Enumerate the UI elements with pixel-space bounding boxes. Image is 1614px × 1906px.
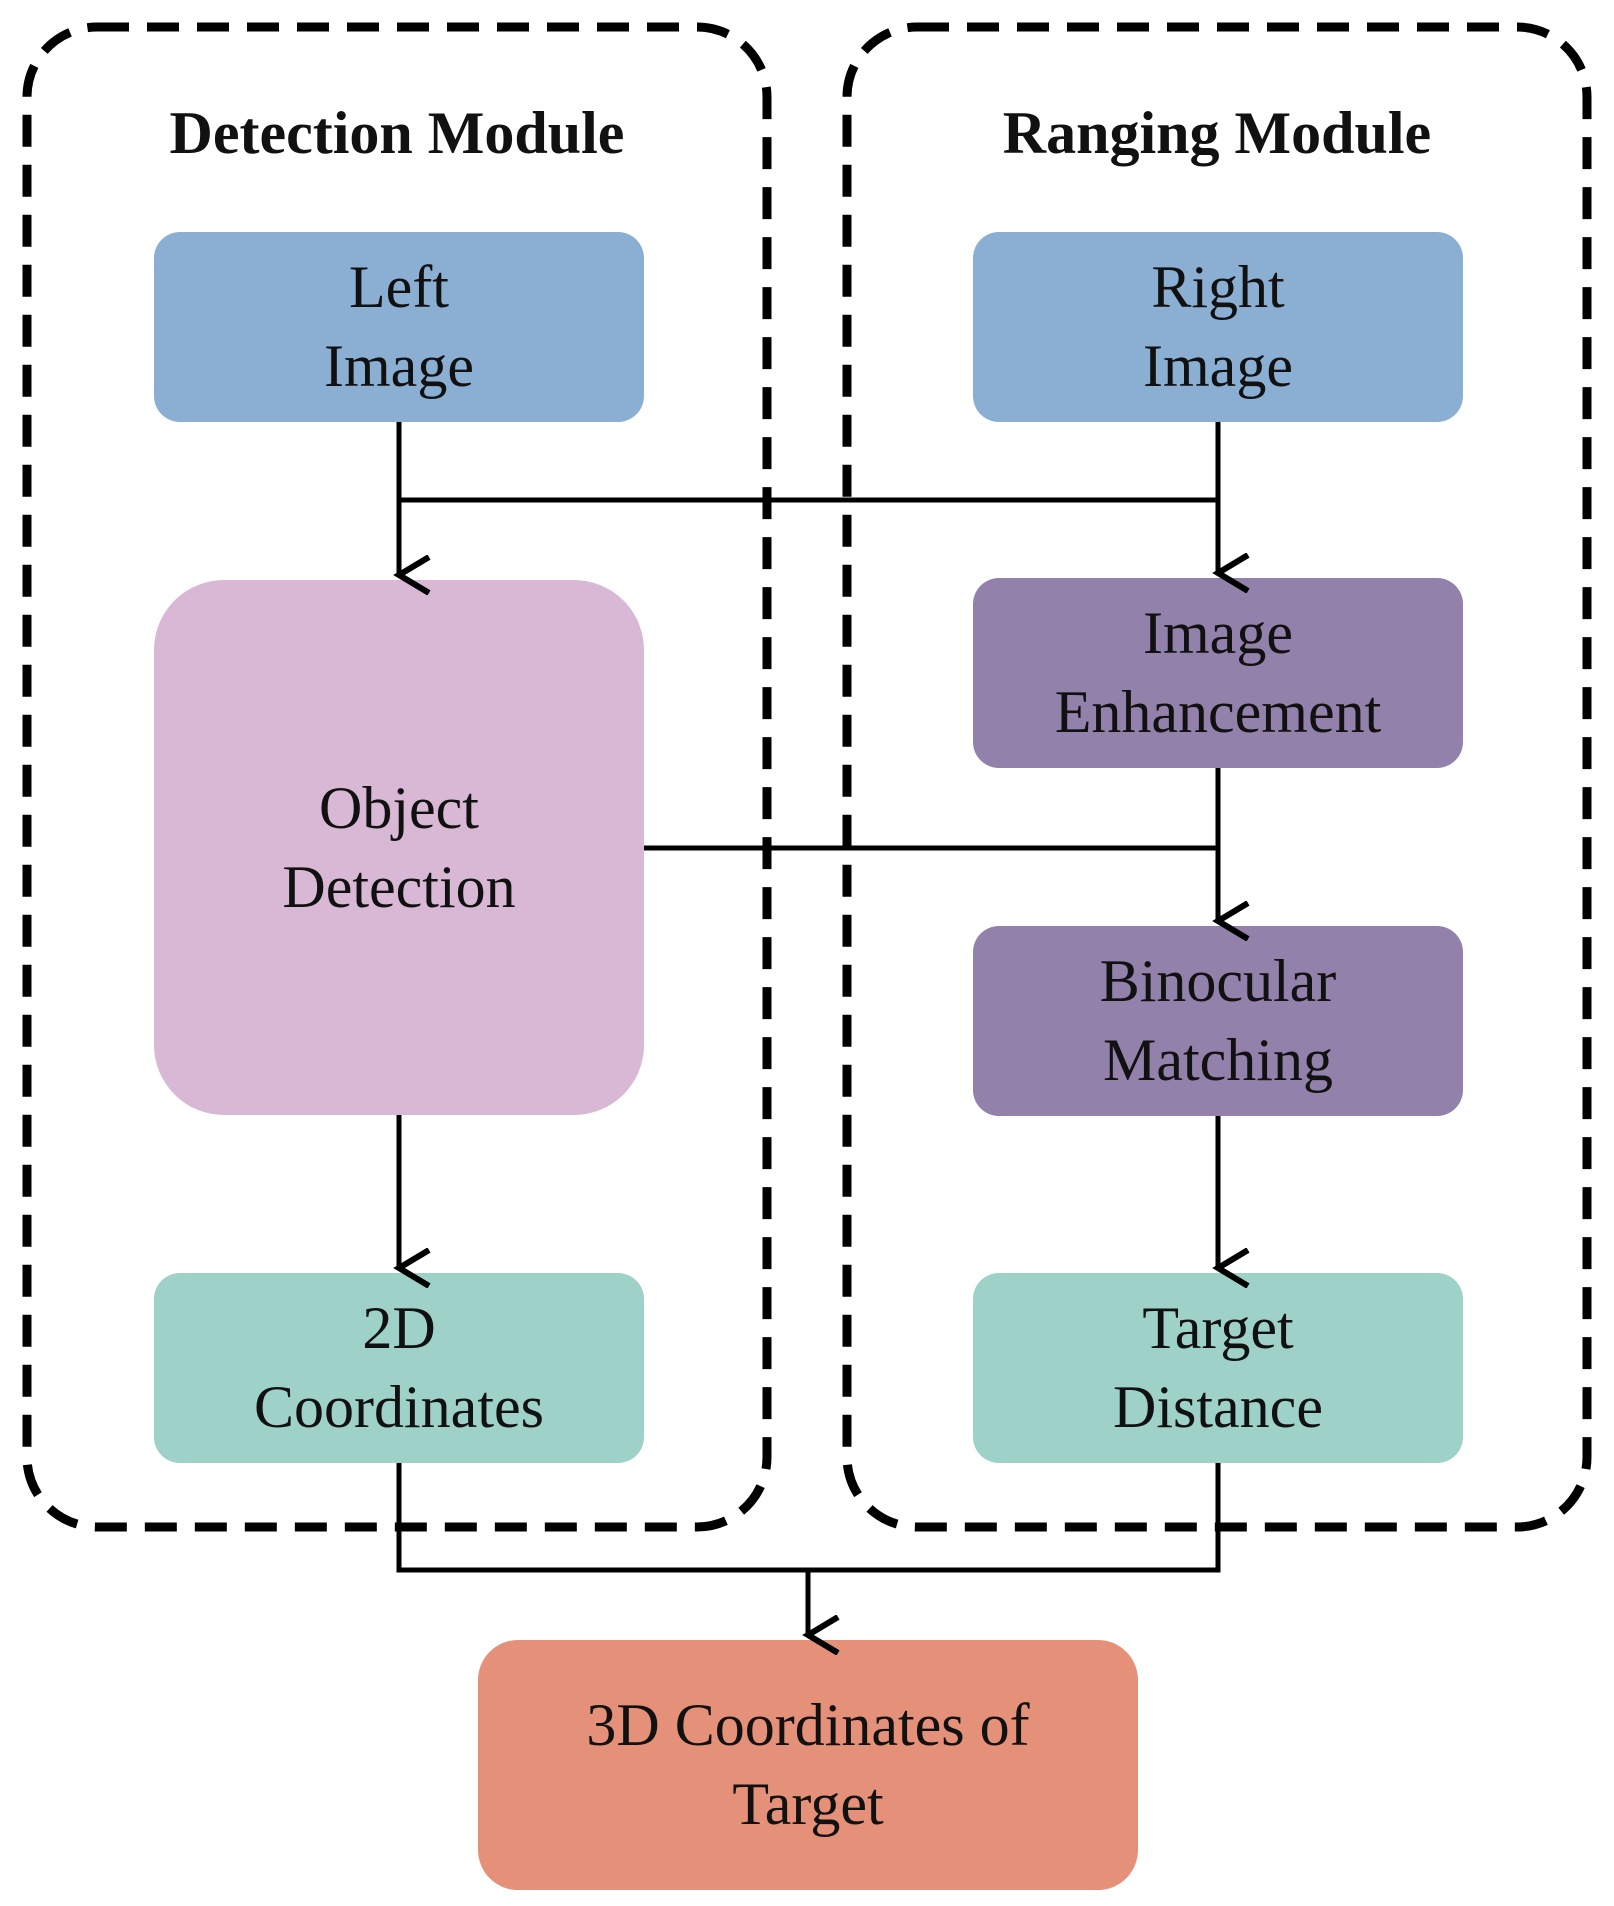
object-detection-label-line2: Detection <box>282 853 516 920</box>
right-image-box <box>973 232 1463 422</box>
left-image-label-line2: Image <box>324 333 474 399</box>
ranging-module-title: Ranging Module <box>1002 100 1432 166</box>
coordinates-2d-label-line2: Coordinates <box>254 1374 544 1440</box>
image-enhancement-box <box>973 578 1463 768</box>
target-distance-box <box>973 1273 1463 1463</box>
coordinates-3d-node: 3D Coordinates of Target <box>478 1640 1138 1890</box>
coordinates-3d-label-line2: Target <box>732 1771 884 1837</box>
left-image-node: Left Image <box>154 232 644 422</box>
target-distance-label-line1: Target <box>1142 1295 1294 1361</box>
coordinates-3d-box <box>478 1640 1138 1890</box>
coordinates-2d-label-line1: 2D <box>362 1295 436 1361</box>
object-detection-box <box>154 580 644 1115</box>
right-image-label-line2: Image <box>1143 333 1293 399</box>
right-image-node: Right Image <box>973 232 1463 422</box>
right-image-label-line1: Right <box>1151 254 1285 320</box>
target-distance-label-line2: Distance <box>1113 1374 1323 1440</box>
left-image-box <box>154 232 644 422</box>
image-enhancement-label-line1: Image <box>1143 600 1293 666</box>
left-image-label-line1: Left <box>349 254 449 320</box>
binocular-matching-label-line2: Matching <box>1103 1027 1333 1093</box>
binocular-matching-box <box>973 926 1463 1116</box>
coordinates-3d-label-line1: 3D Coordinates of <box>586 1692 1030 1758</box>
coordinates-2d-node: 2D Coordinates <box>154 1273 644 1463</box>
coordinates-2d-box <box>154 1273 644 1463</box>
binocular-matching-label-line1: Binocular <box>1099 948 1337 1014</box>
binocular-matching-node: Binocular Matching <box>973 926 1463 1116</box>
target-distance-node: Target Distance <box>973 1273 1463 1463</box>
object-detection-label-line1: Object <box>319 774 479 841</box>
detection-module-title: Detection Module <box>169 100 625 166</box>
image-enhancement-node: Image Enhancement <box>973 578 1463 768</box>
link-2d-coordinates-to-merge <box>396 1463 1221 1573</box>
object-detection-node: Object Detection <box>154 580 644 1115</box>
image-enhancement-label-line2: Enhancement <box>1054 679 1382 745</box>
